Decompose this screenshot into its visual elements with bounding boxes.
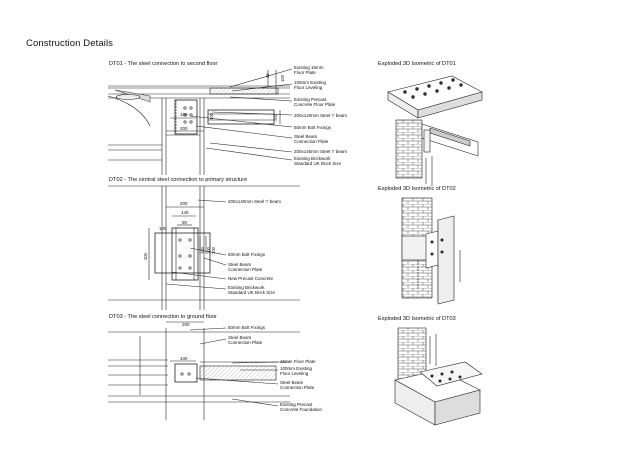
dt01-label-precast-floor: Existing Precast Concrete Floor Plate: [294, 97, 336, 108]
dt01-label-floor-plate: Existing 15mm Floor Plate: [294, 65, 324, 76]
dt03-section-drawing: [108, 321, 300, 420]
dt01-dim-15: 15: [265, 73, 270, 78]
dt01-label-bolt-fixings: 50mm Bolt Fixings: [294, 125, 332, 130]
dt02-isometric: [401, 197, 461, 305]
dt01-label-floor-leveling: 100mm Existing Floor Leveling: [294, 80, 327, 91]
dt01-title: DT01 - The steel connection to second fl…: [109, 61, 218, 67]
dt02-label-connection-plate: Steel Beam Connection Plate: [228, 262, 263, 273]
dt02-dim-100-a: 100: [159, 226, 167, 231]
dt03-label-bolt-fixings: 50mm Bolt Fixings: [228, 325, 266, 330]
dt02-dim-90: 90: [182, 220, 188, 225]
dt02-dimensions: 200 140 90 100 400 100 100 200: [143, 201, 216, 260]
dt03-label-floor-leveling: 100mm Existing Floor Leveling: [280, 366, 313, 377]
dt03-dimensions: 200 100: [180, 322, 190, 361]
dt01-dim-100-b: 100: [180, 112, 188, 117]
dt03-title: DT03 - The steel connection to ground fl…: [109, 314, 217, 320]
dt02-label-precast: New Precast Concrete: [228, 276, 274, 281]
dt03-isometric: [394, 327, 483, 426]
dt02-dim-200: 200: [180, 201, 188, 206]
dt02-dim-140: 140: [181, 210, 189, 215]
dt01-section-drawing: [107, 68, 293, 175]
dt01-dim-200-b: 200: [273, 113, 278, 121]
dt03-label-foundation: Existing Precast Concrete Foundation: [280, 402, 323, 413]
dt02-label-brickwork: Existing Brickwork Standard UK Brick Siz…: [228, 285, 276, 296]
dt02-label-bolt-fixings: 50mm Bolt Fixings: [228, 252, 266, 257]
dt03-label-floor-plate: 15mm Floor Plate: [280, 359, 316, 364]
dt02-dim-100-c: 100: [206, 246, 211, 254]
dt02-dim-100-b: 100: [200, 246, 205, 254]
dt02-label-i-beam: 200x140mm Steel 'I' beam: [228, 199, 281, 204]
dt03-label-connection-plate-1: Steel Beam Connection Plate: [228, 335, 263, 346]
dt01-label-connection-plate: Steel Beam Connection Plate: [294, 134, 329, 145]
dt02-section-drawing: [108, 185, 300, 310]
page-title: Construction Details: [26, 38, 114, 49]
dt03-dim-200: 200: [182, 322, 190, 327]
dt01-label-i-beam-1: 200x140mm Steel 'I' beam: [294, 113, 347, 118]
dt01-iso-title: Exploded 3D Isometric of DT01: [378, 61, 456, 67]
dt01-isometric: [387, 75, 483, 186]
dt02-title: DT02 - The central steel connection to p…: [109, 177, 248, 183]
dt03-label-connection-plate-2: Steel Beam Connection Plate: [280, 380, 315, 391]
dt01-label-brickwork: Existing Brickwork Standard UK Brick Siz…: [294, 156, 342, 167]
dt01-dim-200-a: 200: [180, 126, 188, 131]
dt01-dim-100-c: 100: [209, 112, 214, 120]
dt01-label-i-beam-2: 200x140mm Steel 'I' beam: [294, 149, 347, 154]
dt02-dim-400: 400: [143, 252, 148, 260]
dt01-dim-100-a: 100: [280, 74, 285, 82]
dt01-dimensions: 15 100 100 100 200 200: [180, 73, 285, 131]
dt02-dim-200: 200: [211, 246, 216, 254]
dt02-iso-title: Exploded 3D Isometric of DT02: [378, 186, 456, 192]
dt03-dim-100: 100: [180, 356, 188, 361]
dt03-iso-title: Exploded 3D Isometric of DT03: [378, 316, 456, 322]
